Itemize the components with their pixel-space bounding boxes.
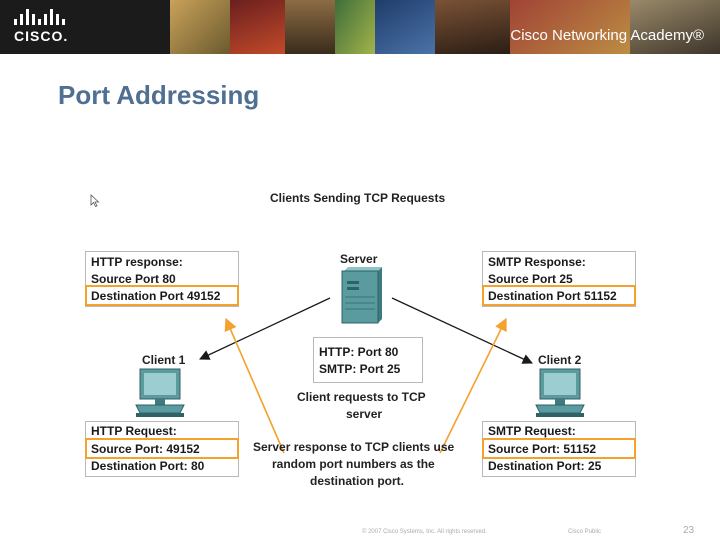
smtp-request-source-port: Source Port: 51152 <box>488 442 597 456</box>
banner-photo-8 <box>630 0 720 54</box>
http-request-title: HTTP Request: <box>91 424 177 438</box>
arrows-layer <box>199 297 533 454</box>
smtp-response-box: SMTP Response: Source Port 25 Destinatio… <box>482 251 636 307</box>
client2-label: Client 2 <box>538 353 582 367</box>
smtp-response-title: SMTP Response: <box>488 255 586 269</box>
arrow-response-to-client2 <box>439 317 507 454</box>
client-requests-note-line2: server <box>346 407 383 421</box>
server-response-note-line2: random port numbers as the <box>272 457 435 471</box>
server-response-note-line1: Server response to TCP clients use <box>253 440 455 454</box>
smtp-response-source-port: Source Port 25 <box>488 272 573 286</box>
smtp-request-box: SMTP Request: Source Port: 51152 Destina… <box>482 421 636 477</box>
banner-photo-5 <box>375 0 435 54</box>
server-response-note-line3: destination port. <box>310 474 404 488</box>
server-label: Server <box>340 252 378 266</box>
client-requests-note-line1: Client requests to TCP <box>297 390 426 404</box>
cisco-wordmark: CISCO. <box>14 28 69 44</box>
slide-title: Port Addressing <box>58 80 260 110</box>
academy-brand: Cisco Networking Academy® <box>510 27 704 44</box>
server-smtp-port: SMTP: Port 25 <box>319 362 401 376</box>
http-response-title: HTTP response: <box>91 255 183 269</box>
arrow-server-to-client2 <box>391 297 533 364</box>
smtp-request-destination-port: Destination Port: 25 <box>488 459 602 473</box>
http-response-destination-port: Destination Port 49152 <box>91 289 221 303</box>
cisco-bars-icon <box>14 9 65 25</box>
http-response-dest-highlight <box>85 285 239 306</box>
client2-computer-icon <box>535 368 585 417</box>
server-icon <box>341 267 382 324</box>
http-request-source-highlight <box>85 438 239 459</box>
footer-copyright: © 2007 Cisco Systems, Inc. All rights re… <box>362 529 487 535</box>
banner-photo-1 <box>170 0 230 54</box>
http-response-source-port: Source Port 80 <box>91 272 176 286</box>
client1-computer-icon <box>135 368 185 417</box>
mouse-cursor-icon <box>90 194 100 207</box>
banner-photo-2 <box>230 0 285 54</box>
server-ports-box: HTTP: Port 80 SMTP: Port 25 <box>313 337 423 383</box>
arrow-response-to-client1 <box>224 317 285 454</box>
diagram-title: Clients Sending TCP Requests <box>270 191 446 205</box>
smtp-request-source-highlight <box>482 438 636 459</box>
port-addressing-diagram: Clients Sending TCP Requests Server HTTP… <box>80 185 640 495</box>
page-number: 23 <box>683 525 695 536</box>
http-response-box: HTTP response: Source Port 80 Destinatio… <box>85 251 239 307</box>
client1-label: Client 1 <box>142 353 186 367</box>
banner-photo-3 <box>285 0 335 54</box>
smtp-response-dest-highlight <box>482 285 636 306</box>
footer-classification: Cisco Public <box>568 529 602 535</box>
http-request-source-port: Source Port: 49152 <box>91 442 200 456</box>
arrow-server-to-client1 <box>199 297 331 360</box>
smtp-request-title: SMTP Request: <box>488 424 576 438</box>
banner-photo-4 <box>335 0 375 54</box>
smtp-response-destination-port: Destination Port 51152 <box>488 289 617 303</box>
http-request-box: HTTP Request: Source Port: 49152 Destina… <box>85 421 239 477</box>
cisco-logo: CISCO. <box>12 9 70 45</box>
header-banner: CISCO. Cisco Networking Academy® <box>0 0 720 54</box>
banner-photo-6 <box>435 0 510 54</box>
banner-photo-7 <box>510 0 630 54</box>
http-request-destination-port: Destination Port: 80 <box>91 459 205 473</box>
server-http-port: HTTP: Port 80 <box>319 345 399 359</box>
